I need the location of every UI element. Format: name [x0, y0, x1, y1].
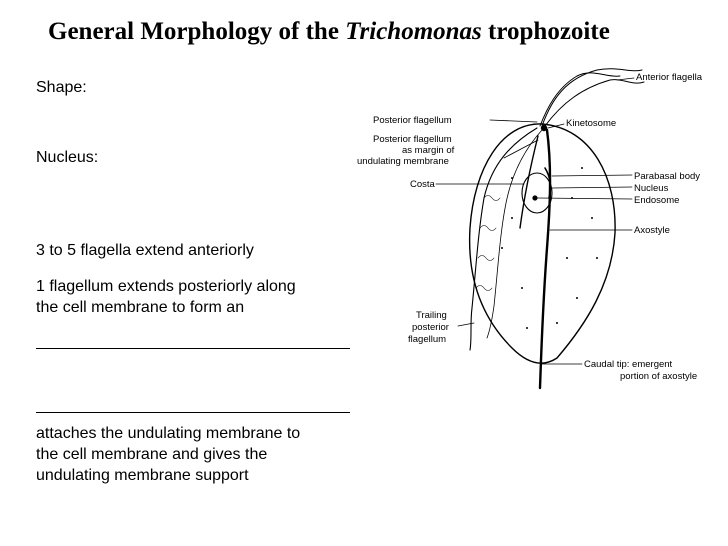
leader-lines: [435, 77, 635, 365]
posterior-text-line2: the cell membrane to form an: [36, 299, 245, 316]
anterior-flagellum-3: [539, 72, 621, 127]
axostyle: [538, 128, 552, 390]
label-caudal-2: portion of axostyle: [620, 371, 697, 382]
costa-text-line3: undulating membrane support: [36, 467, 249, 484]
label-axostyle: Axostyle: [634, 225, 670, 236]
flagella-text: 3 to 5 flagella extend anteriorly: [36, 242, 254, 259]
title-prefix: General Morphology of the: [48, 18, 346, 45]
title-genus: Trichomonas: [345, 18, 482, 45]
label-posterior-margin-1: Posterior flagellum: [373, 134, 452, 145]
kinetosome-dot: [540, 124, 548, 132]
shape-label: Shape:: [36, 79, 87, 96]
posterior-text-line1: 1 flagellum extends posteriorly along: [36, 278, 296, 295]
label-trailing-1: Trailing: [416, 310, 447, 321]
endosome-shape: [532, 195, 538, 201]
title-suffix: trophozoite: [481, 18, 610, 45]
costa-text-line1: attaches the undulating membrane to: [36, 425, 301, 442]
membrane-wave: [475, 195, 501, 291]
cell-body-outline: [468, 123, 616, 364]
label-caudal-1: Caudal tip: emergent: [584, 359, 673, 370]
trichomonas-diagram: Anterior flagella Kinetosome Posterior f…: [357, 68, 703, 390]
costa-text-line2: the cell membrane and gives the: [36, 446, 268, 463]
label-parabasal-body: Parabasal body: [634, 171, 700, 182]
label-trailing-2: posterior: [412, 322, 449, 333]
anterior-flagellum-2: [544, 79, 645, 127]
anterior-flagellum-1: [541, 68, 643, 127]
label-anterior-flagella: Anterior flagella: [636, 72, 703, 83]
label-posterior-margin-2: as margin of: [402, 145, 455, 156]
label-kinetosome: Kinetosome: [566, 118, 616, 129]
blank-answer-line-2: [36, 412, 350, 413]
undulating-membrane-inner: [486, 129, 543, 339]
nucleus-shape: [521, 172, 553, 214]
costa-line: [519, 135, 539, 229]
label-costa: Costa: [410, 179, 436, 190]
label-endosome: Endosome: [634, 195, 679, 206]
label-nucleus: Nucleus: [634, 183, 669, 194]
undulating-membrane-outer: [469, 127, 538, 351]
label-trailing-3: flagellum: [408, 334, 446, 345]
parabasal-body-shape: [544, 167, 552, 199]
blank-answer-line-1: [36, 348, 350, 349]
label-posterior-margin-3: undulating membrane: [357, 156, 449, 167]
label-posterior-flagellum: Posterior flagellum: [373, 115, 452, 126]
nucleus-label: Nucleus:: [36, 149, 99, 166]
page-title: General Morphology of the Trichomonas tr…: [48, 18, 610, 46]
